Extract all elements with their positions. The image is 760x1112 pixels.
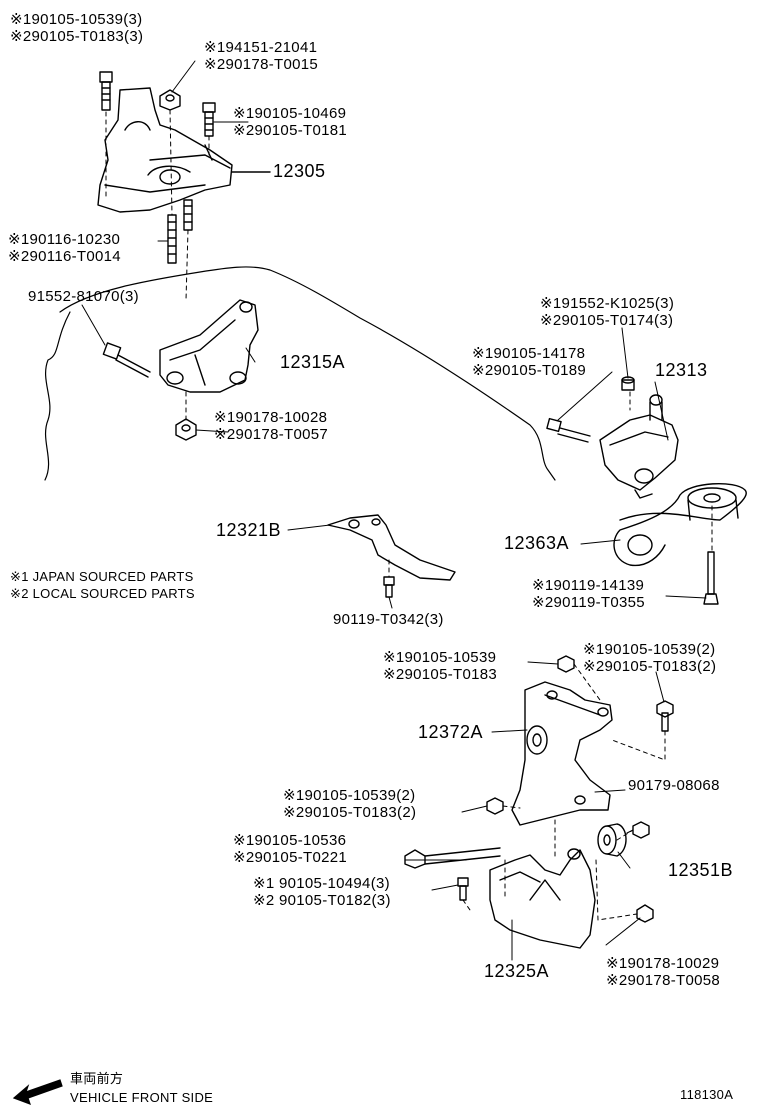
leader-lines xyxy=(81,60,707,961)
legend: ※1 JAPAN SOURCED PARTS ※2 LOCAL SOURCED … xyxy=(10,570,195,604)
part-08068-drawing xyxy=(632,821,650,839)
label-t0342: 90119-T0342(3) xyxy=(333,611,444,628)
label-line: ※290105-T0174(3) xyxy=(540,312,674,329)
label-line: ※190178-10029 xyxy=(606,955,720,972)
label-line: ※190119-14139 xyxy=(532,577,645,594)
label-10029: ※190178-10029 ※290178-T0058 xyxy=(606,956,720,990)
label-14139: ※190119-14139 ※290119-T0355 xyxy=(532,578,645,612)
label-line: ※290105-T0183 xyxy=(383,666,498,683)
label-line: ※194151-21041 xyxy=(204,39,318,56)
label-line: ※290105-T0183(3) xyxy=(10,28,144,45)
label-k1025: ※191552-K1025(3) ※290105-T0174(3) xyxy=(540,296,674,330)
engine-outline xyxy=(59,266,556,481)
label-line: ※290119-T0355 xyxy=(532,594,645,611)
mount-12372a-drawing xyxy=(511,681,613,826)
label-top-bolt2: ※190105-10469 ※290105-T0181 xyxy=(233,106,347,140)
bracket-12313-drawing xyxy=(599,394,679,499)
label-lower-nut: ※190178-10028 ※290178-T0057 xyxy=(214,410,328,444)
bolt-10539c-drawing xyxy=(486,797,504,815)
label-stud: ※190116-10230 ※290116-T0014 xyxy=(8,232,121,266)
label-12315a: 12315A xyxy=(280,352,346,372)
label-12363a: 12363A xyxy=(504,533,570,553)
label-line: ※290105-T0189 xyxy=(472,362,587,379)
diagram-id: 118130A xyxy=(680,1087,734,1102)
alignment-dashes xyxy=(105,109,713,921)
bolt-91552-drawing xyxy=(102,342,151,378)
engine-mount-12305-drawing xyxy=(97,87,271,213)
label-line: ※190178-10028 xyxy=(214,409,328,426)
label-12325a: 12325A xyxy=(484,961,550,981)
label-12305: 12305 xyxy=(273,161,326,181)
label-12313: 12313 xyxy=(655,360,708,380)
bolt-t0342-drawing xyxy=(383,576,395,598)
label-line: ※290105-T0183(2) xyxy=(583,658,717,675)
bolt-10536-drawing xyxy=(404,847,501,869)
bolt-14178-drawing xyxy=(546,417,591,443)
label-12372a: 12372A xyxy=(418,722,484,742)
label-line: ※190105-10539(2) xyxy=(283,787,416,804)
legend-japan: ※1 JAPAN SOURCED PARTS xyxy=(10,569,194,584)
label-08068: 90179-08068 xyxy=(628,777,720,794)
label-line: ※190105-10469 xyxy=(233,105,347,122)
label-12351b: 12351B xyxy=(668,860,734,880)
bracket-12325a-drawing xyxy=(489,848,596,949)
label-10539a: ※190105-10539 ※290105-T0183 xyxy=(383,650,497,684)
label-10539b: ※190105-10539(2) ※290105-T0183(2) xyxy=(583,642,716,676)
label-line: ※290178-T0057 xyxy=(214,426,329,443)
label-line: ※290105-T0181 xyxy=(233,122,348,139)
label-line: ※2 90105-T0182(3) xyxy=(253,892,391,909)
front-direction-arrow xyxy=(12,1079,63,1106)
label-14178: ※190105-14178 ※290105-T0189 xyxy=(472,346,586,380)
label-line: ※190105-14178 xyxy=(472,345,586,362)
label-line: ※290178-T0058 xyxy=(606,972,721,989)
bolt-k1025-drawing xyxy=(621,376,635,391)
label-line: ※190105-10539 xyxy=(383,649,497,666)
engine-outline-left xyxy=(44,311,71,481)
top-bolt2-drawing xyxy=(202,102,216,137)
label-91552: 91552-81070(3) xyxy=(28,288,139,305)
label-10536: ※190105-10536 ※290105-T0221 xyxy=(233,833,347,867)
label-line: ※290105-T0183(2) xyxy=(283,804,417,821)
label-top-nut: ※194151-21041 ※290178-T0015 xyxy=(204,40,318,74)
insulator-12351b-drawing xyxy=(597,823,627,857)
label-line: ※190105-10539(2) xyxy=(583,641,716,658)
bolt-10539a-drawing xyxy=(557,655,575,673)
bolt-10539b-drawing xyxy=(656,700,674,732)
direction-label-en: VEHICLE FRONT SIDE xyxy=(70,1090,214,1105)
top-nut-drawing xyxy=(159,89,181,111)
label-line: ※1 90105-10494(3) xyxy=(253,875,390,892)
bolt-14139-drawing xyxy=(703,551,719,605)
direction-label-jp: 車両前方 xyxy=(70,1071,124,1086)
label-line: ※190105-10536 xyxy=(233,832,347,849)
label-12321b: 12321B xyxy=(216,520,282,540)
top-bolt-drawing xyxy=(99,71,113,111)
label-top-bolt: ※190105-10539(3) ※290105-T0183(3) xyxy=(10,12,143,46)
torque-rod-12363a-drawing xyxy=(613,482,747,567)
label-line: ※290105-T0221 xyxy=(233,849,348,866)
label-line: ※190105-10539(3) xyxy=(10,11,143,28)
legend-local: ※2 LOCAL SOURCED PARTS xyxy=(10,586,195,601)
bracket-12321b-drawing xyxy=(327,514,456,581)
label-line: ※190116-10230 xyxy=(8,231,121,248)
bracket-12315a-drawing xyxy=(159,299,259,393)
label-line: ※290178-T0015 xyxy=(204,56,319,73)
label-line: ※191552-K1025(3) xyxy=(540,295,675,312)
lower-nut-drawing xyxy=(175,418,197,441)
label-10494: ※1 90105-10494(3) ※2 90105-T0182(3) xyxy=(253,876,391,910)
bolt-10494-drawing xyxy=(457,877,469,901)
label-line: ※290116-T0014 xyxy=(8,248,121,265)
nut-10029-drawing xyxy=(636,904,654,923)
label-10539c: ※190105-10539(2) ※290105-T0183(2) xyxy=(283,788,416,822)
